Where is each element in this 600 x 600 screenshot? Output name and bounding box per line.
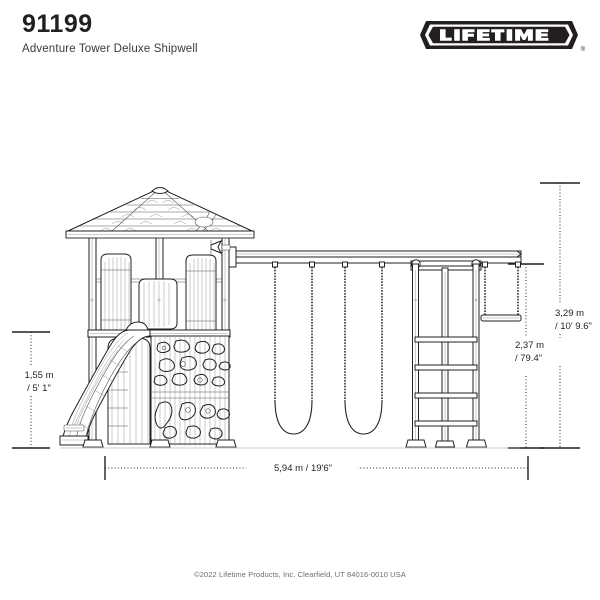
tower-side-panel-center [138,278,178,330]
swing-beam [227,246,522,268]
rock-climbing-wall [150,335,231,446]
lifetime-logo-icon [420,21,578,49]
registered-trademark-mark: ® [580,47,585,53]
dimension-label-overall-height: 3,29 m / 10' 9.6" [552,306,600,334]
dimension-label-overall-width: 5,94 m / 19'6" [248,461,358,476]
model-name: Adventure Tower Deluxe Shipwell [22,43,198,55]
dimension-label-deck-height: 1,55 m / 5' 1" [8,368,70,396]
dimension-metric: 3,29 m [555,308,585,319]
dimension-right-outer [540,182,580,449]
page-title: 91199 [22,10,93,38]
dimension-metric: 1,55 m [24,370,54,381]
swing-seat-right [342,261,385,435]
dimension-imperial: / 10' 9.6" [555,321,592,332]
tower-accessory-pennant [210,240,223,256]
dimension-imperial: / 5' 1" [27,383,51,394]
climbing-ladder [405,259,488,448]
dimension-label-beam-height: 2,37 m / 79.4" [512,338,566,366]
dimension-imperial: / 79.4" [515,353,543,364]
header: 91199 Adventure Tower Deluxe Shipwell [22,10,198,56]
lifetime-logo: ® [420,18,585,53]
tower-feet [82,439,237,448]
tower-side-panel-left [100,253,132,337]
dimension-bottom [104,456,529,480]
hardware-details [90,244,231,302]
slide [59,321,151,446]
dimension-metric-imperial: 5,94 m / 19'6" [274,463,332,474]
trapeze-bar [480,261,522,322]
tower-side-panel-right [185,254,217,338]
roof [65,187,255,239]
dimension-left [12,331,50,449]
dimension-metric: 2,37 m [515,340,545,351]
swing-seat-left [272,261,315,435]
copyright-footer: ©2022 Lifetime Products, Inc. Clearfield… [194,570,406,579]
